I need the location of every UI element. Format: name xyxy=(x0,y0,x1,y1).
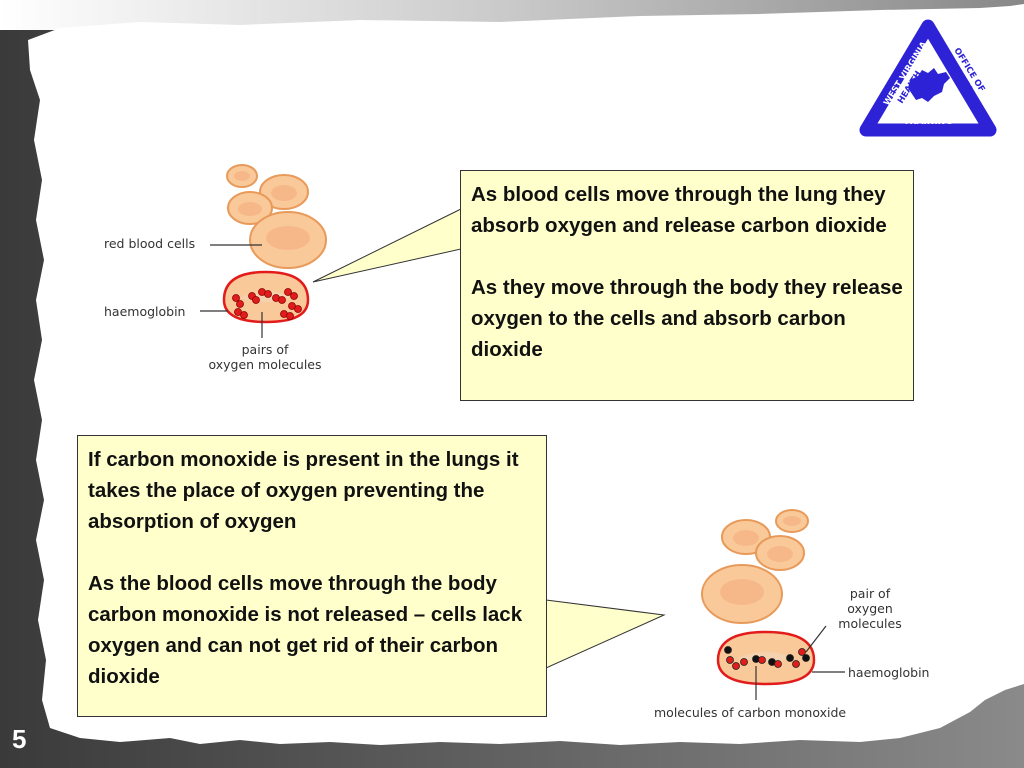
carbon-monoxide-para1: If carbon monoxide is present in the lun… xyxy=(88,448,519,533)
west-virginia-state-icon xyxy=(908,68,950,102)
logo-bottom-line1: TRAINING xyxy=(903,117,952,127)
carbon-monoxide-para2: As the blood cells move through the body… xyxy=(88,572,523,688)
oxygen-molecule-pairs xyxy=(232,288,302,320)
wv-office-of-miners-health-safety-training-logo: WEST VIRGINIA HEALTH OFFICE OF SAFETY TR… xyxy=(859,19,997,139)
slide-number: 5 xyxy=(12,724,27,754)
label-pairs-line1: pairs of xyxy=(241,342,289,357)
label-red-blood-cells: red blood cells xyxy=(104,236,196,251)
label-haemoglobin-bottom: haemoglobin xyxy=(848,665,930,680)
oxygen-exchange-callout: As blood cells move through the lung the… xyxy=(460,170,914,401)
logo-bottom-line2: MINERS xyxy=(908,129,947,139)
label-pair-line3: molecules xyxy=(838,616,902,631)
label-pairs-of-oxygen-molecules: pairs of oxygen molecules xyxy=(205,342,325,372)
oxygen-exchange-para1: As blood cells move through the lung the… xyxy=(471,183,887,237)
oxygen-exchange-para2: As they move through the body they relea… xyxy=(471,276,903,361)
carbon-monoxide-callout: If carbon monoxide is present in the lun… xyxy=(77,435,547,717)
label-pair-line1: pair of xyxy=(849,586,891,601)
label-pairs-line2: oxygen molecules xyxy=(208,357,322,372)
label-haemoglobin: haemoglobin xyxy=(104,304,186,319)
haemoglobin-cell xyxy=(716,630,816,686)
label-molecules-of-carbon-monoxide: molecules of carbon monoxide xyxy=(654,705,847,720)
red-blood-cell xyxy=(701,509,809,624)
co-and-oxygen-molecules xyxy=(724,646,810,670)
label-pair-line2: oxygen xyxy=(847,601,893,616)
label-pair-of-oxygen-molecules: pair of oxygen molecules xyxy=(832,586,908,631)
